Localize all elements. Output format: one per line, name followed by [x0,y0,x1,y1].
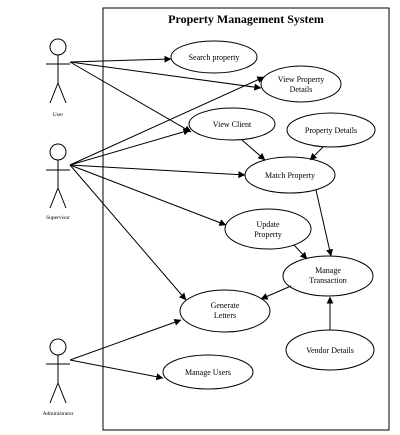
system-title: Property Management System [168,12,324,26]
edge-match-property-manage-transaction [315,189,333,257]
usecase-match-property-label: Match Property [265,171,315,180]
usecase-view-property-details [260,65,342,103]
system-boundary [102,7,390,431]
edge-manage-transaction-generate-letters [260,285,292,300]
edge-supervisor-view-property-details [69,76,265,166]
edge-property-details-match-property [309,146,324,161]
edge-user-search-property [69,55,172,63]
edge-administrator-generate-letters [69,318,182,361]
actor-supervisor: Supervisor [46,143,70,221]
actor-supervisor-label: Supervisor [46,215,70,221]
usecase-update-property-label-1: Update [256,220,280,229]
edge-view-client-match-property [241,139,266,161]
actor-user-label: User [53,112,64,118]
usecase-generate-letters-label-1: Generate [211,301,240,310]
usecase-generate-letters [179,289,271,333]
usecase-search-property-label: Search property [189,53,240,62]
usecase-vendor-details-label: Vendor Details [306,346,354,355]
usecase-manage-transaction-label-1: Manage [315,266,341,275]
edge-user-view-client [69,61,192,133]
edge-user-view-property-details [69,61,262,91]
edge-update-property-manage-transaction [293,244,308,260]
edge-supervisor-generate-letters [69,164,187,301]
edge-supervisor-view-client [69,128,191,166]
usecase-view-property-details-label-1: View Property [278,75,324,84]
usecase-generate-letters-label-2: Letters [214,311,236,320]
usecase-manage-users [162,354,254,390]
usecase-manage-users-label: Manage Users [185,368,231,377]
usecase-property-details-label: Property Details [305,126,357,135]
usecase-manage-transaction-label-2: Transaction [309,276,346,285]
actor-user: User [46,38,70,118]
usecase-view-property-details-label-2: Details [290,85,313,94]
usecase-property-details [286,112,376,148]
edge-supervisor-update-property [69,164,227,226]
edge-administrator-manage-users [69,359,164,381]
usecase-update-property-label-2: Property [254,230,282,239]
edge-supervisor-match-property [69,164,246,179]
usecase-update-property [224,208,312,250]
usecase-view-client-label: View Client [213,120,252,129]
actor-administrator: Administrator [43,338,74,417]
actor-administrator-label: Administrator [43,411,74,417]
usecase-view-client [188,107,276,141]
